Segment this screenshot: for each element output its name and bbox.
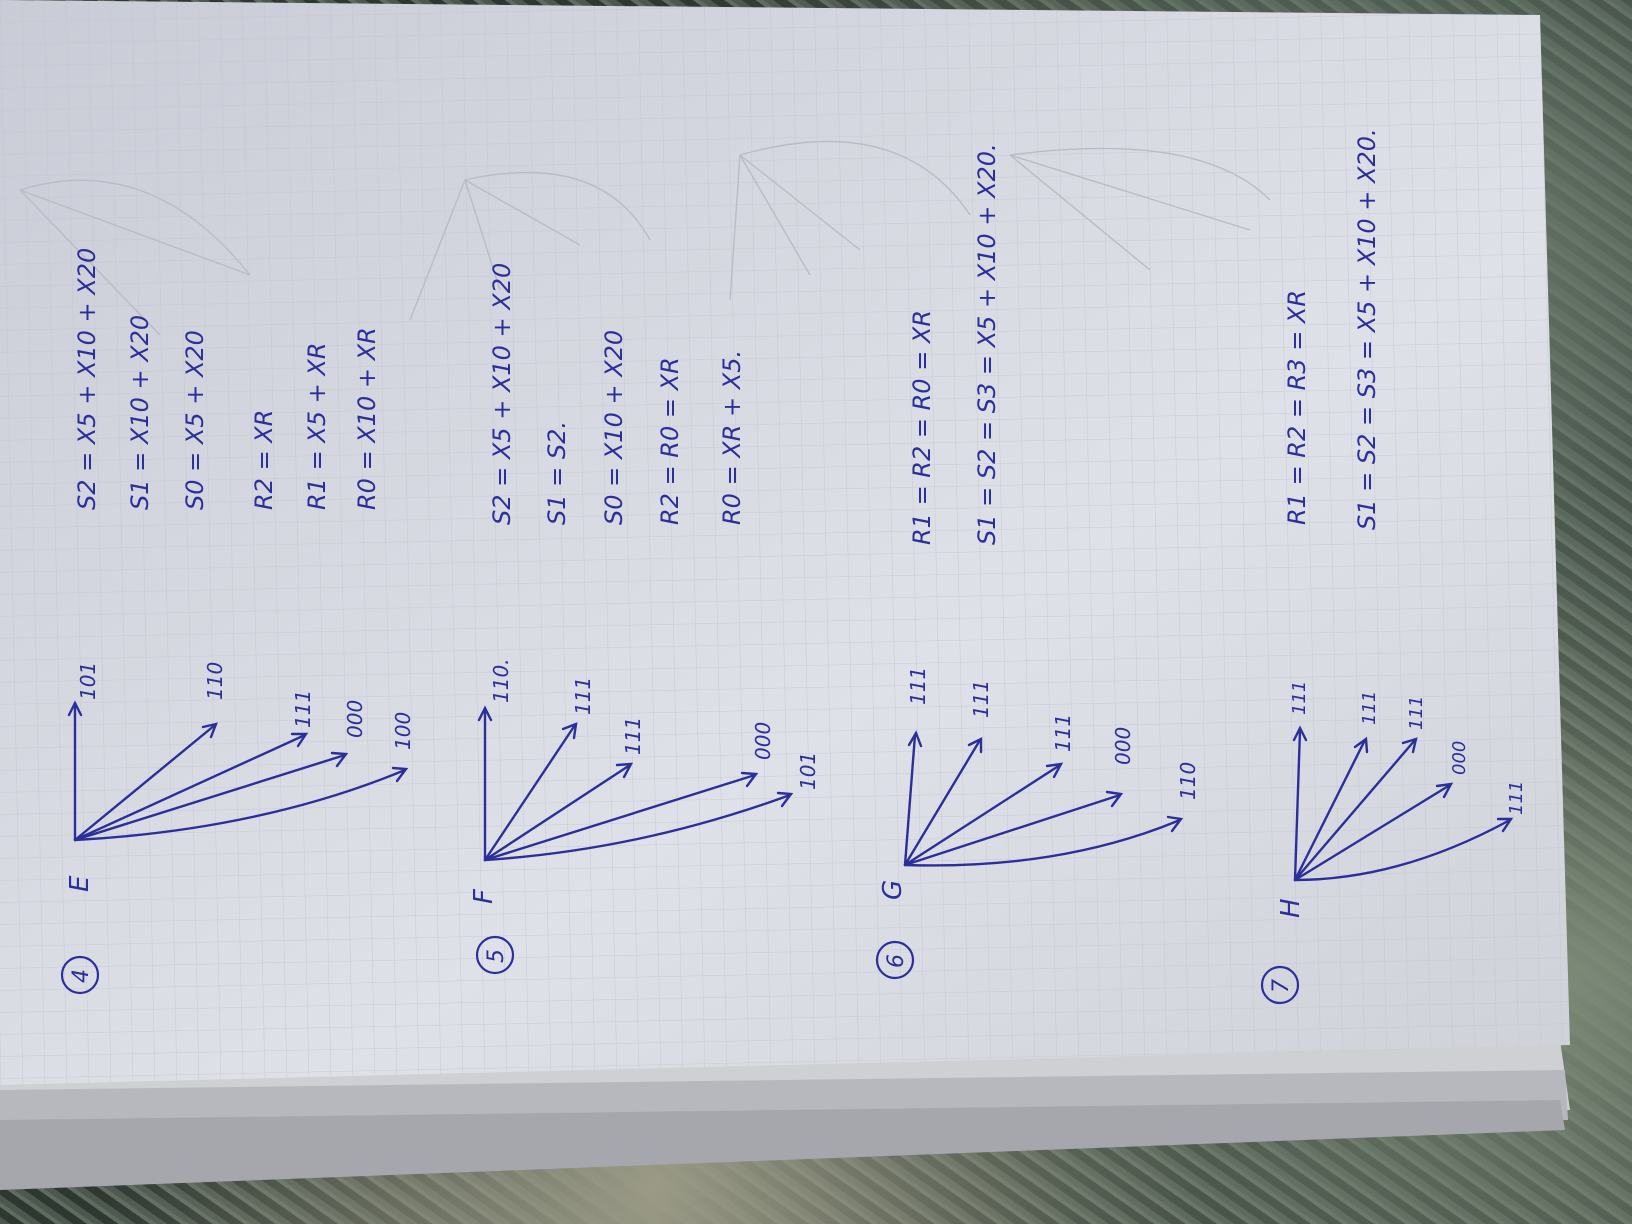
section-number: 4 — [69, 969, 94, 983]
diagram-label: G — [878, 880, 908, 900]
vector-label: 100 — [391, 712, 415, 750]
vector-label: 111 — [291, 690, 315, 728]
equation: S0 = X5 + X20 — [181, 330, 209, 510]
equation: S1 = X10 + X20 — [126, 315, 154, 510]
vector-label: 111 — [969, 680, 993, 718]
section-number-circle — [1260, 965, 1300, 1005]
vector-diagram — [67, 700, 409, 842]
section-number: 7 — [1269, 979, 1294, 993]
equation: S2 = X5 + X10 + X20 — [73, 248, 101, 510]
vector-label: 111 — [1359, 691, 1380, 725]
section-5: 5 F 110. 111 111 000 101 S2 = X5 + X10 +… — [469, 263, 820, 975]
vector-label: 000 — [751, 722, 775, 760]
section-7: 7 H 111 111 111 000 111 R1 = R2 = R3 = X… — [1260, 128, 1527, 1005]
vector-label: 111 — [1506, 781, 1527, 815]
vector-label: 110 — [203, 662, 227, 700]
equation: R1 = R2 = R0 = XR — [908, 310, 936, 545]
equation: S1 = S2. — [543, 421, 571, 525]
section-number-circle — [875, 940, 915, 980]
section-number-circle — [60, 955, 100, 995]
equation: R1 = R2 = R3 = XR — [1283, 290, 1311, 525]
equation: R0 = X10 + XR — [353, 327, 381, 510]
equation: R2 = R0 = XR — [656, 357, 684, 525]
section-number: 5 — [484, 949, 509, 963]
vector-label: 111 — [1051, 714, 1075, 752]
section-number-circle — [475, 935, 515, 975]
equation: S0 = X10 + X20 — [600, 330, 628, 525]
vector-label: 111 — [571, 677, 595, 715]
section-4: 4 E 101 110 111 000 100 S2 = X5 + X10 + … — [60, 248, 415, 995]
vector-label: 110. — [489, 658, 513, 703]
equation: S2 = X5 + X10 + X20 — [488, 263, 516, 525]
equation: R2 = XR — [250, 410, 278, 510]
diagram-label: H — [1276, 898, 1306, 918]
vector-label: 101 — [76, 662, 100, 700]
vector-label: 110 — [1176, 762, 1200, 800]
section-number: 6 — [884, 954, 909, 968]
vector-label: 111 — [1289, 681, 1310, 715]
vector-diagram — [477, 705, 794, 862]
ghost-sketches — [19, 140, 1271, 336]
vector-label: 000 — [343, 700, 367, 738]
diagram-label: E — [65, 875, 95, 892]
vector-label: 000 — [1449, 741, 1470, 775]
equation: S1 = S2 = S3 = X5 + X10 + X20. — [1353, 128, 1381, 530]
equation: R1 = X5 + XR — [303, 342, 331, 510]
section-6: 6 G 111 111 111 000 110 R1 = R2 = R0 = X… — [875, 143, 1200, 980]
vector-diagram — [903, 730, 1184, 867]
equation: R0 = XR + X5. — [718, 350, 746, 525]
vector-diagram — [1292, 725, 1514, 882]
vector-label: 111 — [906, 667, 930, 705]
vector-label: 101 — [796, 752, 820, 790]
equation: S1 = S2 = S3 = X5 + X10 + X20. — [973, 143, 1001, 545]
diagram-label: F — [469, 888, 499, 904]
vector-label: 111 — [621, 717, 645, 755]
vector-label: 111 — [1406, 696, 1427, 730]
vector-label: 000 — [1111, 727, 1135, 765]
